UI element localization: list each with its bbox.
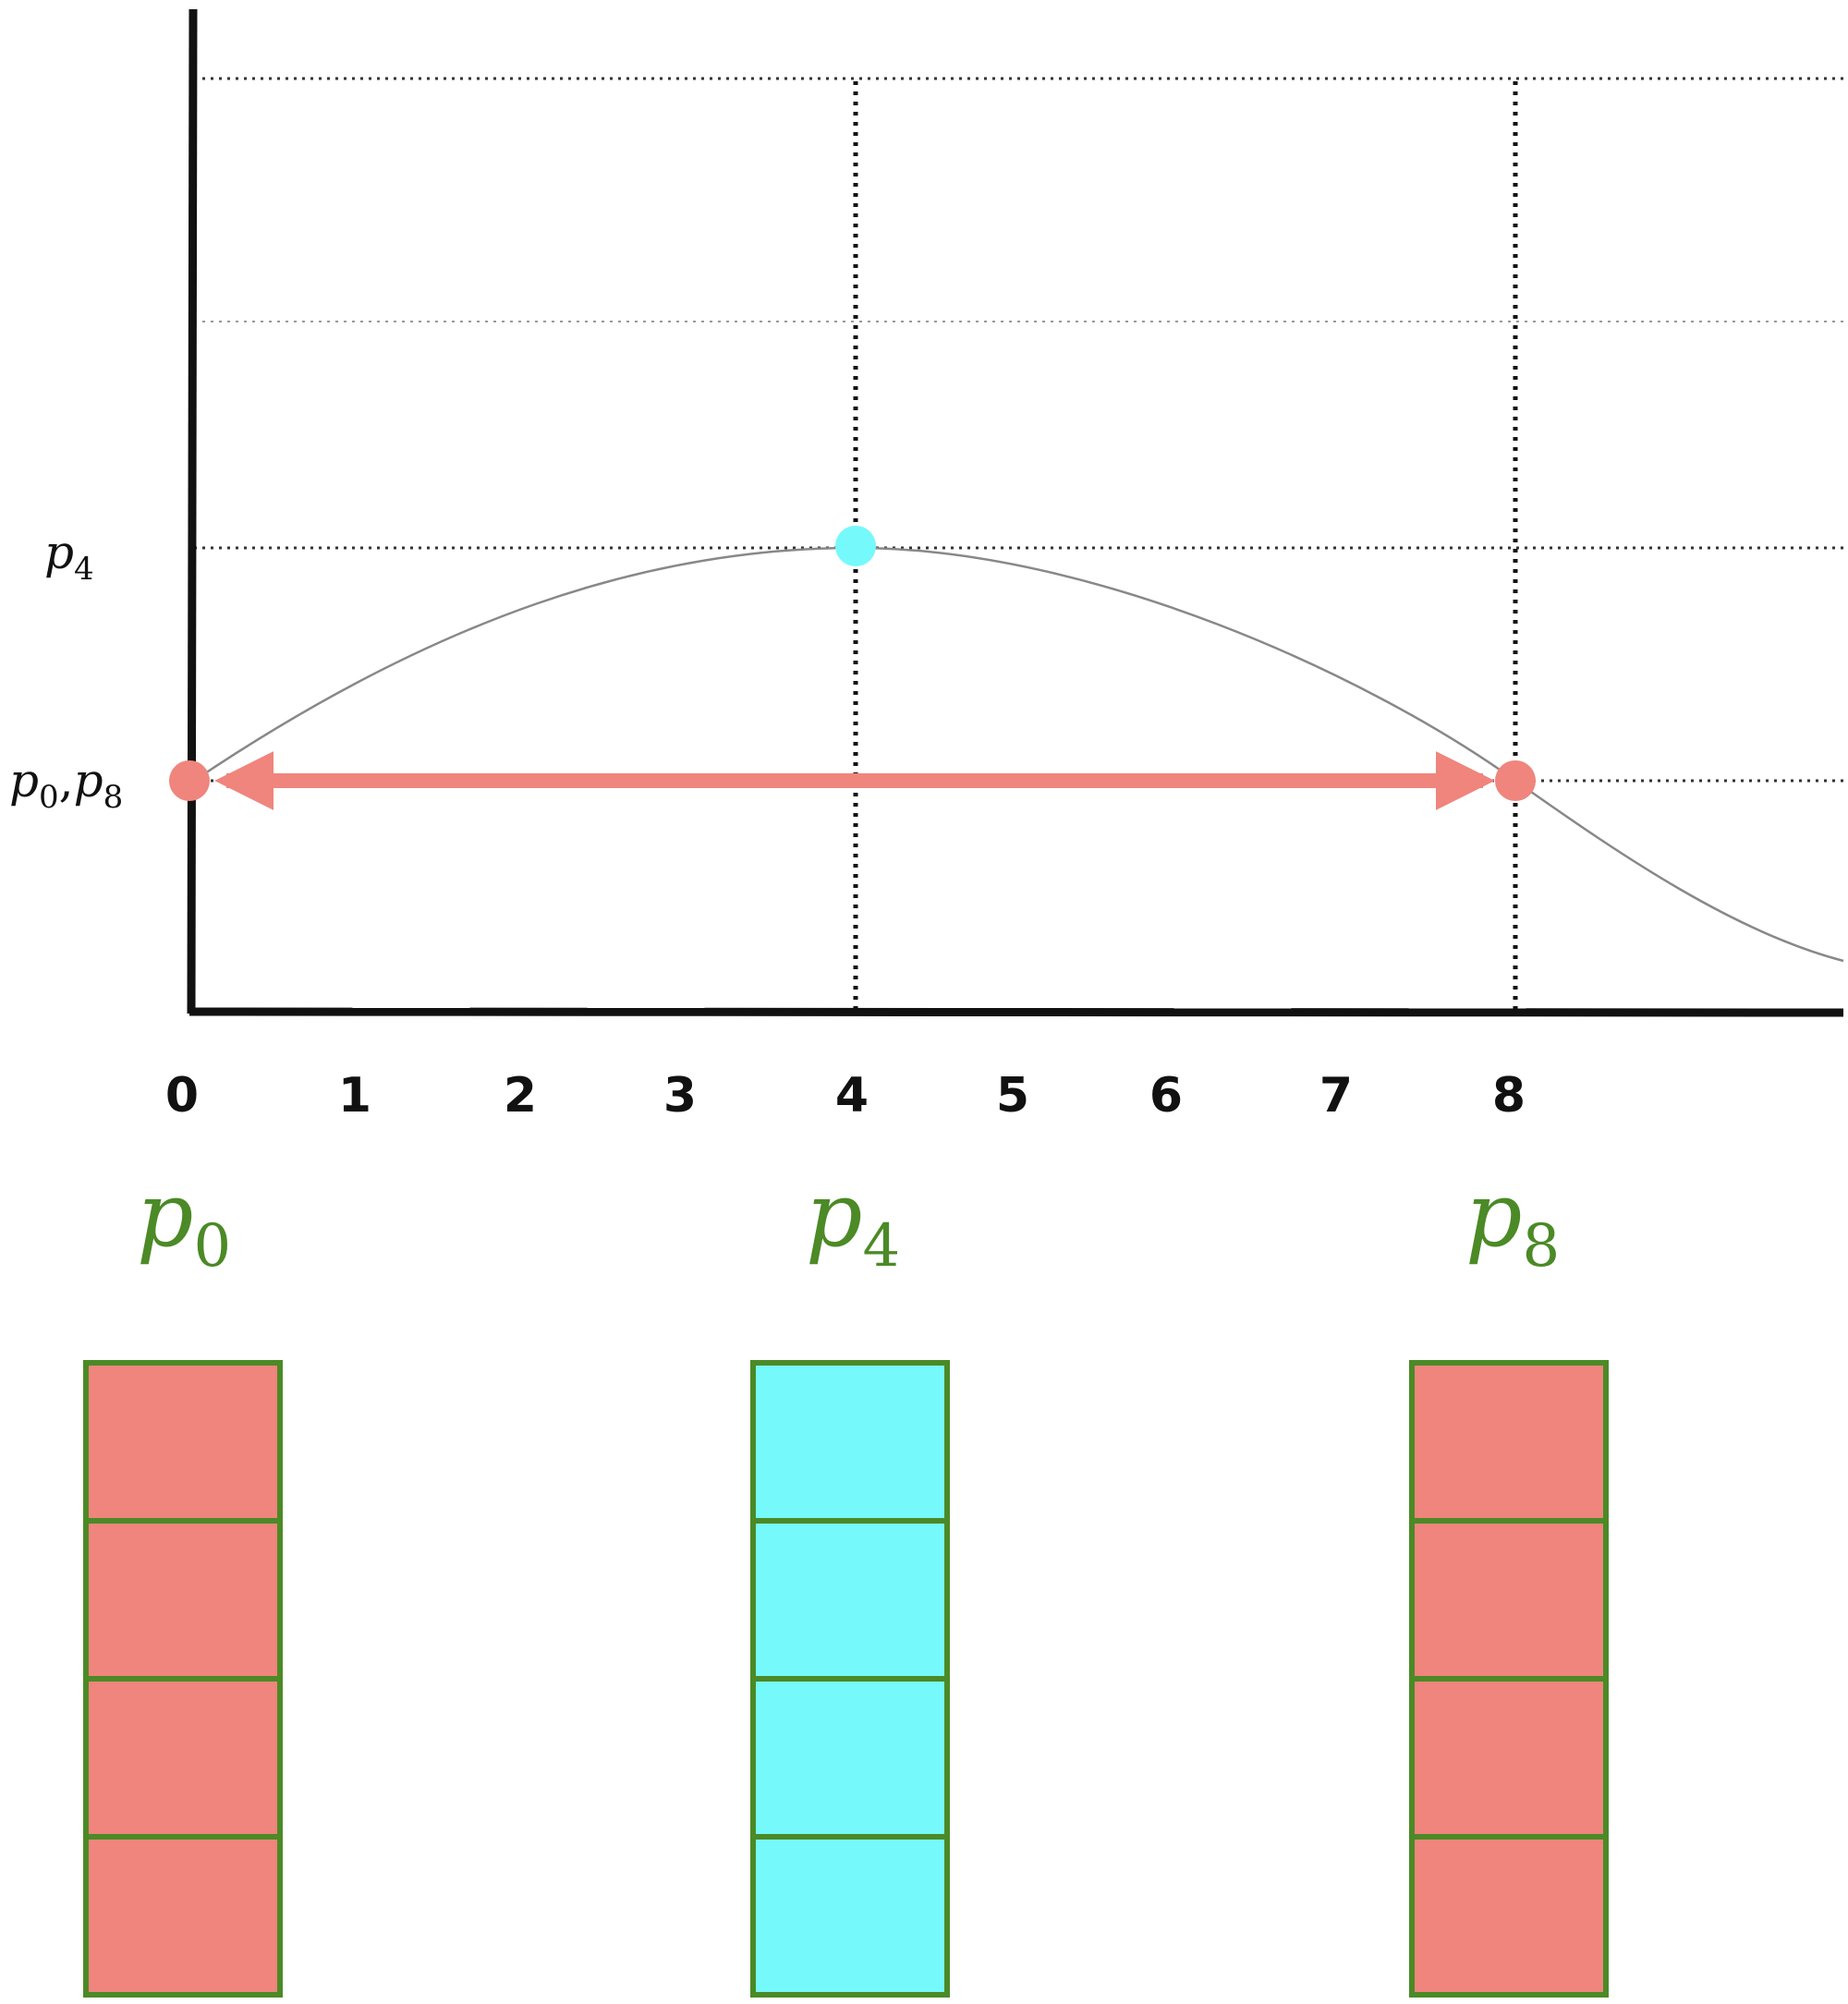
cell-p0-0 (83, 1360, 283, 1524)
column-label-p4: p4 (806, 1163, 900, 1281)
y-label-p4: p4 (44, 526, 94, 588)
point-p0 (169, 760, 210, 801)
x-tick-labels: 0 1 2 3 4 5 6 7 8 (165, 1068, 1526, 1123)
cell-p8-0 (1409, 1360, 1609, 1524)
cell-p0-1 (83, 1518, 283, 1682)
cell-p8-2 (1409, 1676, 1609, 1840)
cell-p0-3 (83, 1834, 283, 1998)
cell-p4-0 (750, 1360, 950, 1524)
x-tick-6: 6 (1149, 1068, 1183, 1123)
horizontal-gridlines (194, 77, 1843, 783)
column-label-p0: p0 (137, 1163, 231, 1281)
x-tick-8: 8 (1492, 1068, 1526, 1123)
cell-p8-3 (1409, 1834, 1609, 1998)
y-label-p0-p8: p0,p8 (9, 754, 123, 816)
y-axis (187, 8, 198, 1014)
column-p4 (750, 1360, 950, 1998)
x-tick-2: 2 (504, 1068, 537, 1123)
x-tick-0: 0 (165, 1068, 199, 1123)
cell-p4-2 (750, 1676, 950, 1840)
point-p8 (1495, 760, 1536, 801)
cell-p4-1 (750, 1518, 950, 1682)
cell-p0-2 (83, 1676, 283, 1840)
x-tick-4: 4 (835, 1068, 869, 1123)
vertical-gridlines (853, 81, 1518, 1010)
column-p8 (1409, 1360, 1609, 1998)
x-tick-3: 3 (663, 1068, 697, 1123)
x-tick-7: 7 (1319, 1068, 1353, 1123)
point-p4 (835, 526, 876, 566)
column-p0 (83, 1360, 283, 1998)
x-axis (188, 1007, 1844, 1017)
curve (193, 546, 1844, 963)
cell-columns (83, 1360, 1609, 1998)
cell-p8-1 (1409, 1518, 1609, 1682)
cell-p4-3 (750, 1834, 950, 1998)
x-tick-5: 5 (996, 1068, 1029, 1123)
column-label-p8: p8 (1465, 1163, 1560, 1281)
x-tick-1: 1 (338, 1068, 371, 1123)
